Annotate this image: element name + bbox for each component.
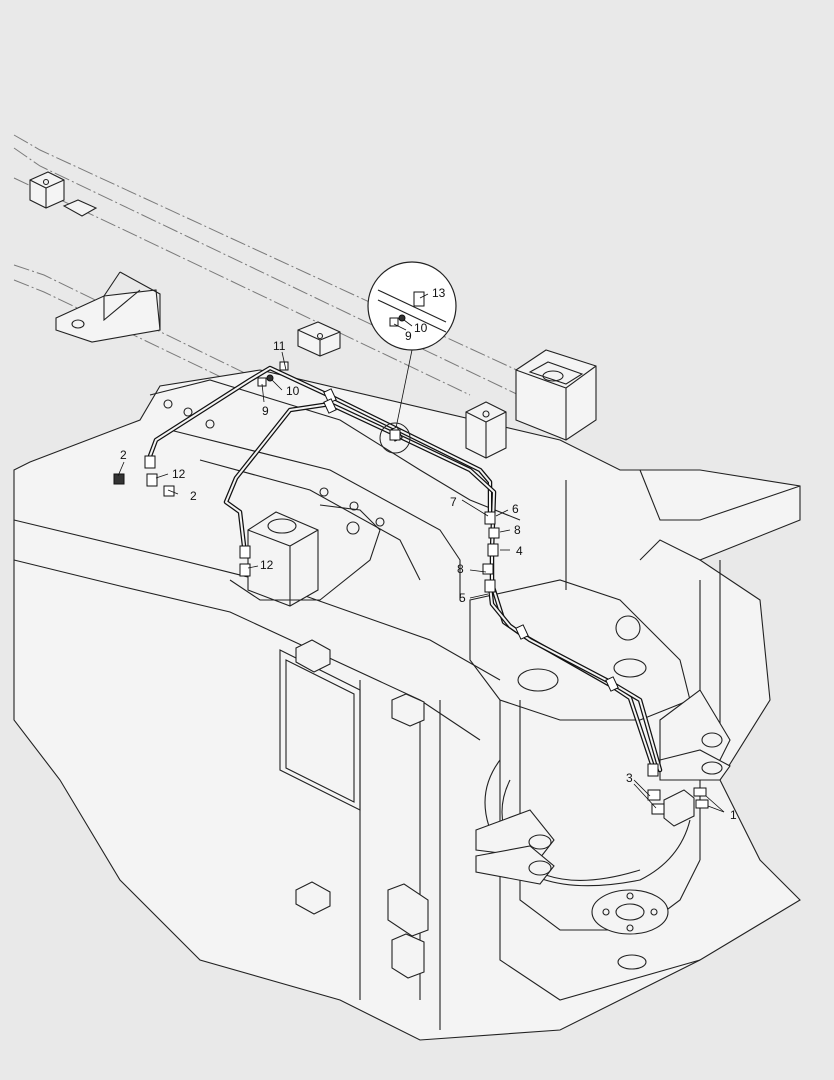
callout-3: 3 <box>626 771 633 785</box>
callout-13: 13 <box>432 286 446 300</box>
detail-magnifier <box>367 261 457 454</box>
callout-9-main: 9 <box>262 404 269 418</box>
callout-4: 4 <box>516 544 523 558</box>
callout-9-detail: 9 <box>405 329 412 343</box>
right-tall-block <box>465 349 597 459</box>
callout-2-right: 2 <box>190 489 197 503</box>
callout-11: 11 <box>273 339 286 353</box>
center-pedestal-block <box>229 504 381 607</box>
callout-5: 5 <box>459 591 466 605</box>
callout-8-lower: 8 <box>457 562 464 576</box>
callout-12-center: 12 <box>260 558 274 572</box>
bearing-plate <box>591 889 669 970</box>
callout-1: 1 <box>730 808 737 822</box>
lower-panel <box>279 639 429 979</box>
callout-8-upper: 8 <box>514 523 521 537</box>
callout-12-left: 12 <box>172 467 186 481</box>
callout-6: 6 <box>512 502 519 516</box>
callout-labels: 1 2 2 3 4 5 6 7 8 8 9 9 10 10 11 12 12 1… <box>120 286 737 822</box>
left-bracket <box>55 271 161 343</box>
leader-lines <box>117 293 725 813</box>
callout-10-detail: 10 <box>414 321 428 335</box>
frame-holes <box>163 399 385 527</box>
fittings <box>113 361 709 827</box>
callout-7: 7 <box>450 495 457 509</box>
ear-brackets <box>475 689 731 885</box>
callout-2-left: 2 <box>120 448 127 462</box>
callout-10-main: 10 <box>286 384 300 398</box>
hydraulic-lines <box>147 365 663 773</box>
